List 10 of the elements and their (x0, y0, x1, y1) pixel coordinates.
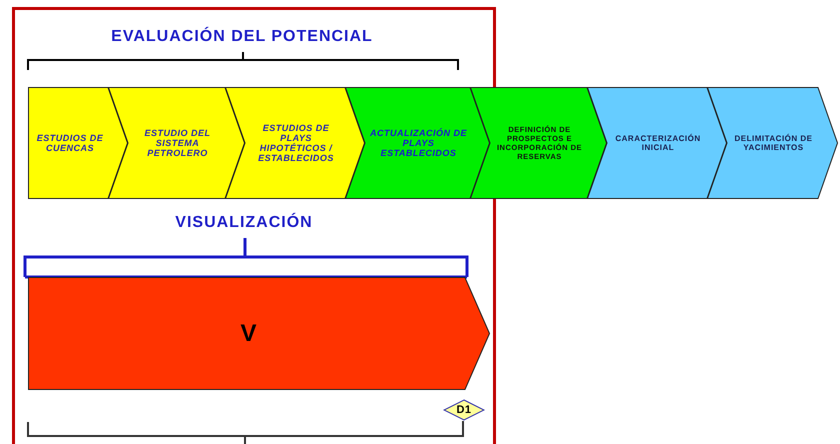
decision-label: D1 (456, 404, 472, 416)
step-label: ESTUDIO DEL SISTEMA PETROLERO (143, 128, 212, 158)
step-label: V (240, 320, 256, 348)
step-label: CARACTERIZACIÓN INICIAL (614, 134, 702, 152)
phase-title: EVALUACIÓN DEL POTENCIAL (111, 28, 373, 46)
phase-title: VISUALIZACIÓN (175, 214, 313, 232)
step-label: ACTUALIZACIÓN DE PLAYS ESTABLECIDOS (369, 128, 468, 158)
step-label: ESTUDIOS DE PLAYS HIPOTÉTICOS / ESTABLECIDOS (257, 123, 335, 163)
step-label: ESTUDIOS DE CUENCAS (36, 133, 104, 153)
step-label: DELIMITACIÓN DE YACIMIENTOS (733, 134, 814, 152)
